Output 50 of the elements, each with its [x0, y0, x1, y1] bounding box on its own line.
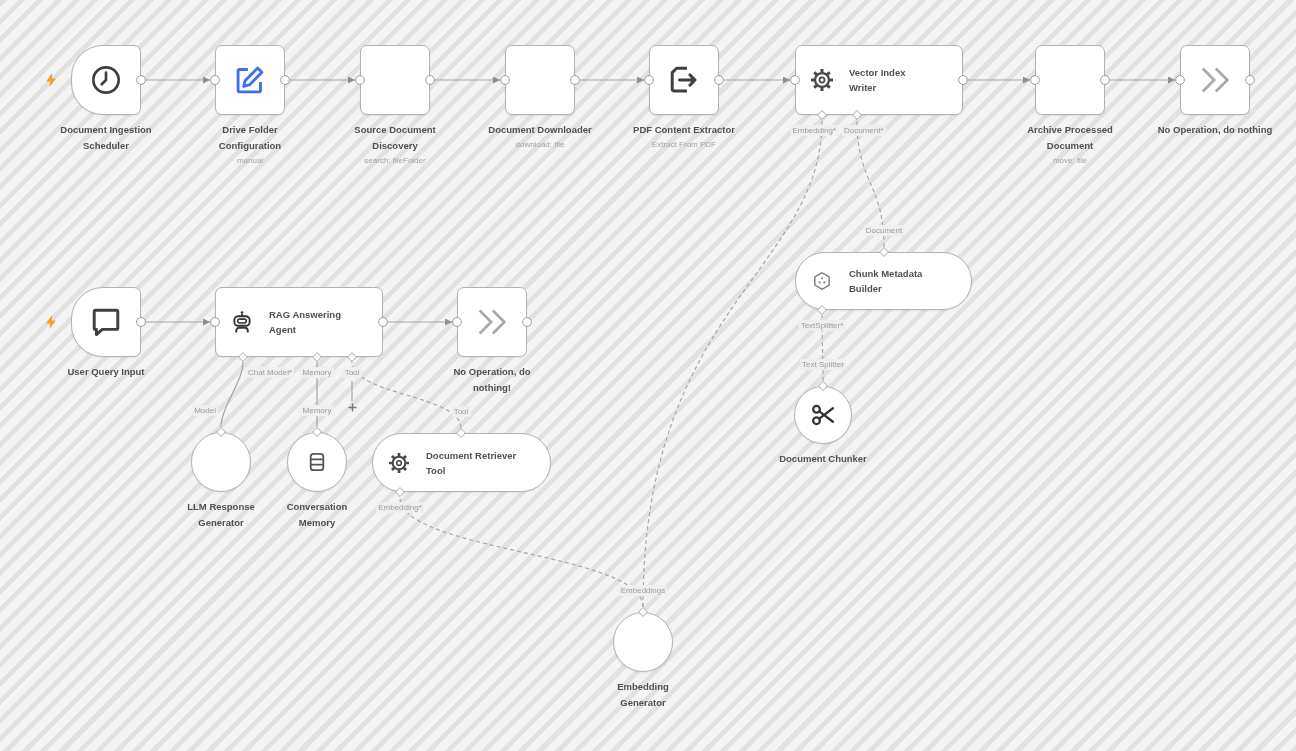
- node-subtitle: search: fileFolder: [363, 155, 427, 167]
- node-subtitle: download: file: [514, 139, 566, 151]
- port-label: Model: [192, 405, 218, 416]
- node-title: Vector Index Writer: [849, 66, 907, 95]
- port-label: Document*: [842, 125, 886, 136]
- node-title: Document Chunker: [778, 452, 868, 466]
- port-label: Memory: [300, 405, 334, 416]
- arrow: [387, 318, 453, 326]
- node-title: Drive Folder Configuration: [217, 123, 283, 153]
- port-label: Embedding*: [790, 125, 838, 136]
- node-title: No Operation, do nothing!: [452, 365, 532, 395]
- node-title: Chunk Metadata Builder: [849, 267, 924, 296]
- node-title: LLM Response Generator: [186, 500, 256, 530]
- node-title: PDF Content Extractor: [632, 123, 736, 137]
- node-title: Source Document Discovery: [353, 123, 437, 153]
- node-title: RAG Answering Agent: [269, 308, 342, 337]
- arrow: [434, 76, 501, 84]
- dashed-connector: [642, 119, 823, 608]
- arrow: [1109, 76, 1176, 84]
- port-label: Tool: [342, 367, 362, 378]
- port-label: Embeddings: [618, 585, 668, 596]
- arrow: [145, 76, 211, 84]
- node-title: Document Downloader: [487, 123, 593, 137]
- port-label: Document: [863, 225, 905, 236]
- dashed-connector: [399, 496, 644, 608]
- connector-line: [220, 361, 244, 428]
- node-subtitle: move: file: [1051, 155, 1089, 167]
- port-label: Embedding*: [376, 502, 424, 513]
- node-title: Document Retriever Tool: [426, 448, 518, 478]
- port-label: TextSplitter*: [798, 320, 846, 331]
- dashed-connector: [856, 119, 885, 248]
- node-title: Document Ingestion Scheduler: [59, 123, 153, 153]
- dashed-connector: [351, 361, 462, 429]
- port-label: Tool: [451, 406, 471, 417]
- node-title: No Operation, do nothing: [1156, 123, 1274, 137]
- node-title: User Query Input: [66, 365, 146, 379]
- port-label: Chat Model*: [246, 367, 295, 378]
- arrow: [145, 318, 211, 326]
- node-title: Archive Processed Document: [1026, 123, 1114, 153]
- arrow: [289, 76, 356, 84]
- node-title: Embedding Generator: [616, 680, 670, 710]
- port-label: Text Splitter: [800, 359, 846, 370]
- arrow: [579, 76, 645, 84]
- arrow: [723, 76, 791, 84]
- node-subtitle: Extract From PDF: [651, 139, 717, 151]
- port-label: Memory: [300, 367, 334, 378]
- arrow: [967, 76, 1031, 84]
- node-subtitle: manual: [235, 155, 265, 167]
- dashed-connector: [821, 314, 824, 382]
- node-title: Conversation Memory: [285, 500, 349, 530]
